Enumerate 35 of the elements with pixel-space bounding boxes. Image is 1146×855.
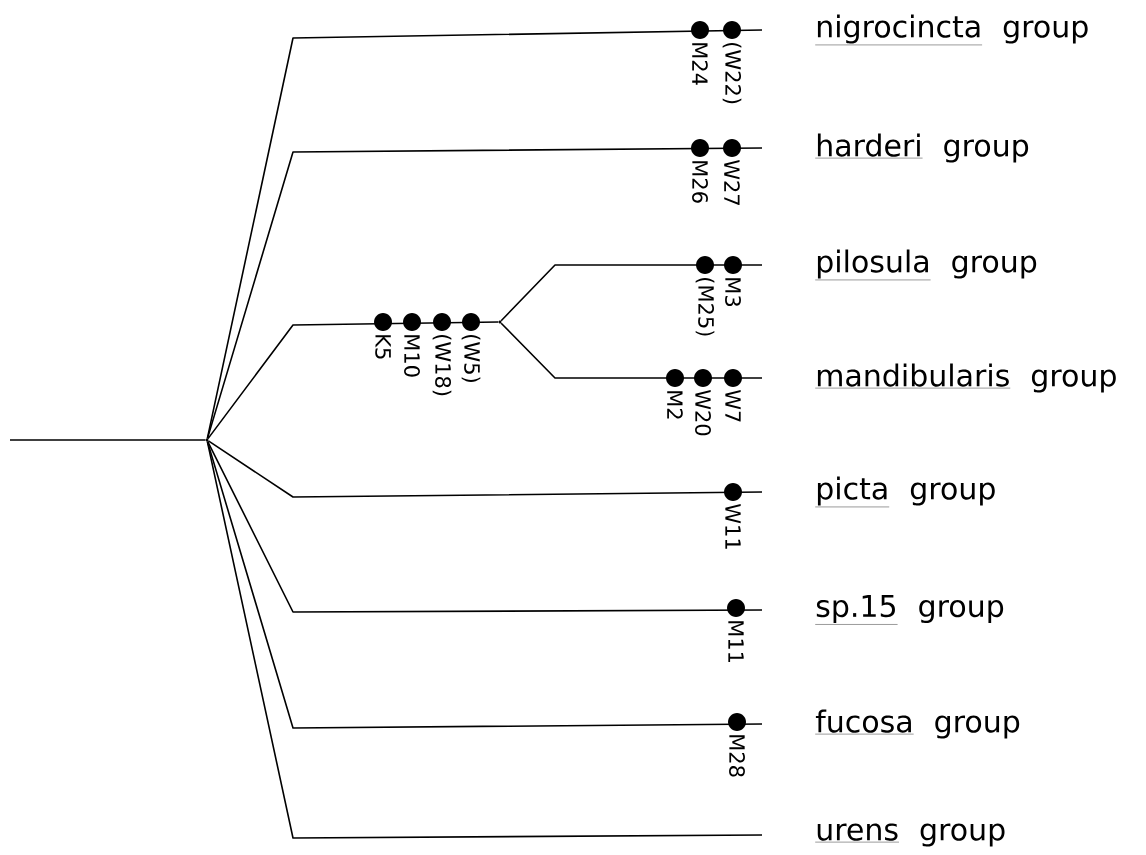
character-label: M11 xyxy=(728,621,744,663)
group-label: harderi group xyxy=(815,133,1029,163)
group-label: fucosa group xyxy=(815,709,1020,739)
branch-line xyxy=(206,440,763,613)
branch-line xyxy=(207,440,763,498)
branch-line xyxy=(206,440,763,839)
character-label: (M25) xyxy=(695,278,715,336)
branch-line xyxy=(206,440,763,729)
group-label: sp.15 group xyxy=(815,594,1004,625)
character-label: M24 xyxy=(692,43,708,85)
branch-point xyxy=(205,438,209,442)
group-label: urens group xyxy=(815,823,1005,847)
character-label: M3 xyxy=(725,278,741,306)
character-label: (W5) xyxy=(461,335,481,382)
group-label: nigrocincta group xyxy=(815,14,1088,46)
character-label: M26 xyxy=(692,161,708,203)
branch-line xyxy=(500,322,763,379)
branch-point xyxy=(498,320,502,324)
character-label: W27 xyxy=(724,159,740,205)
branch-line xyxy=(206,147,763,440)
character-label: W11 xyxy=(725,503,741,549)
branch-line xyxy=(207,321,500,440)
branch-line xyxy=(500,264,763,322)
character-label: (W22) xyxy=(722,43,742,104)
branch-line xyxy=(9,439,207,441)
character-label: (W18) xyxy=(432,335,452,396)
character-label: W7 xyxy=(725,389,741,422)
group-label: picta group xyxy=(815,476,995,508)
group-label: mandibularis group xyxy=(815,363,1116,393)
character-label: W20 xyxy=(695,389,711,436)
group-label: pilosula group xyxy=(815,249,1037,281)
character-label: M10 xyxy=(404,335,420,377)
character-label: K5 xyxy=(375,335,391,359)
character-label: M28 xyxy=(729,735,745,777)
character-label: M2 xyxy=(667,391,683,419)
